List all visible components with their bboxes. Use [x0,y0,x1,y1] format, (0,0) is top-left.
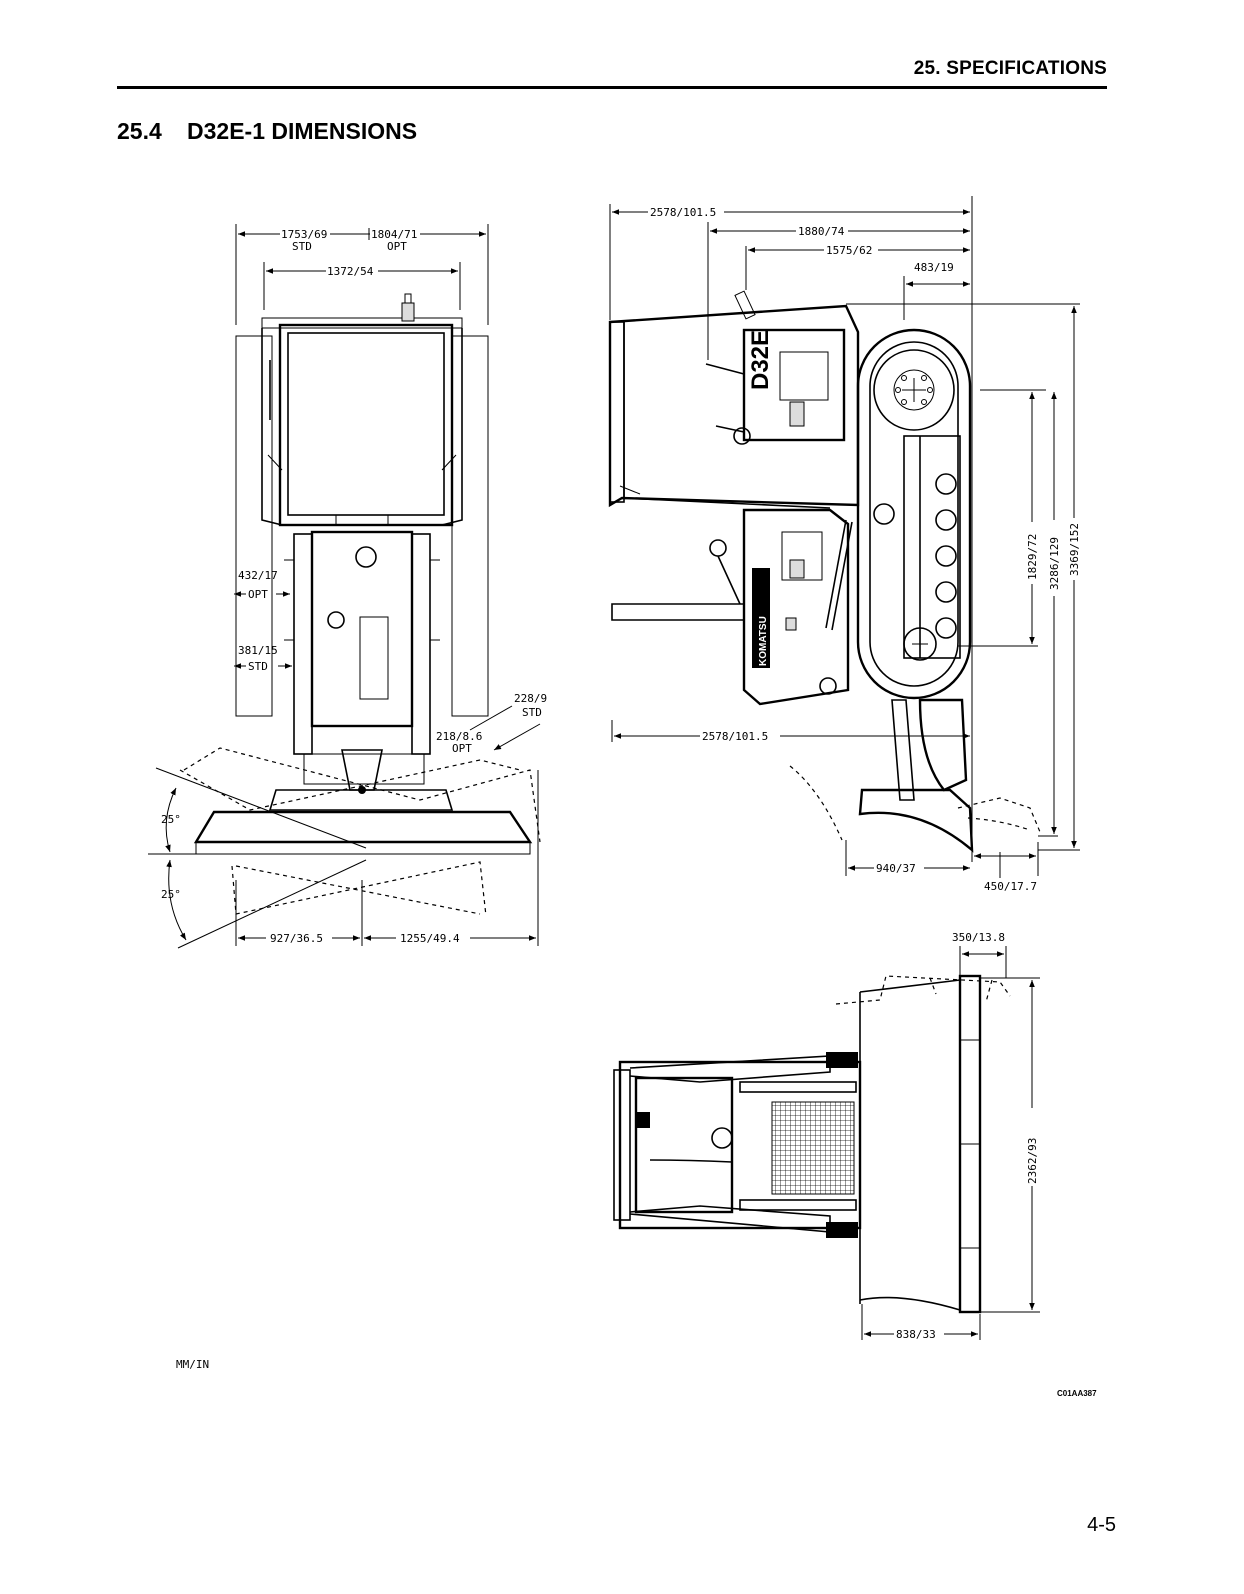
dim-1575-label: 1575/62 [826,244,872,257]
dim-350-label: 350/13.8 [952,931,1005,944]
dim-381-label: 381/15 [238,644,278,657]
dim-838-label: 838/33 [896,1328,936,1341]
dim-218-opt-label: OPT [452,742,472,755]
dim-3369-label: 3369/152 [1068,523,1081,576]
dim-1753-std-label: STD [292,240,312,253]
dim-1829-label: 1829/72 [1026,534,1039,580]
angle-lower-label: 25° [161,888,181,901]
angle-upper-label: 25° [161,813,181,826]
dim-927-label: 927/36.5 [270,932,323,945]
drawing-code: C01AA387 [1057,1389,1097,1398]
dim-1804-opt-label: OPT [387,240,407,253]
dim-940-label: 940/37 [876,862,916,875]
dim-228-label: 228/9 [514,692,547,705]
dim-1372-label: 1372/54 [327,265,374,278]
front-view: 1753/69 STD 1804/71 OPT 1372/54 [148,224,547,948]
dim-450-label: 450/17.7 [984,880,1037,893]
dim-432-opt-label: OPT [248,588,268,601]
units-note: MM/IN [176,1358,209,1371]
dim-2362-label: 2362/93 [1026,1138,1039,1184]
model-label: D32E [747,330,774,390]
dim-228-std-label: STD [522,706,542,719]
dim-1880-label: 1880/74 [798,225,845,238]
dim-432-label: 432/17 [238,569,278,582]
brand-label: KOMATSU [758,616,769,666]
dim-1255-label: 1255/49.4 [400,932,460,945]
dim-2578-mid-label: 2578/101.5 [702,730,768,743]
dim-483-label: 483/19 [914,261,954,274]
dim-3286-label: 3286/129 [1048,537,1061,590]
side-view: 2578/101.5 1880/74 1575/62 483/19 D32E K… [610,196,1081,893]
page-number: 4-5 [1087,1514,1116,1537]
dim-381-std-label: STD [248,660,268,673]
dim-2578-top-label: 2578/101.5 [650,206,716,219]
top-view: 350/13.8 2362/93 838/33 [614,931,1040,1341]
